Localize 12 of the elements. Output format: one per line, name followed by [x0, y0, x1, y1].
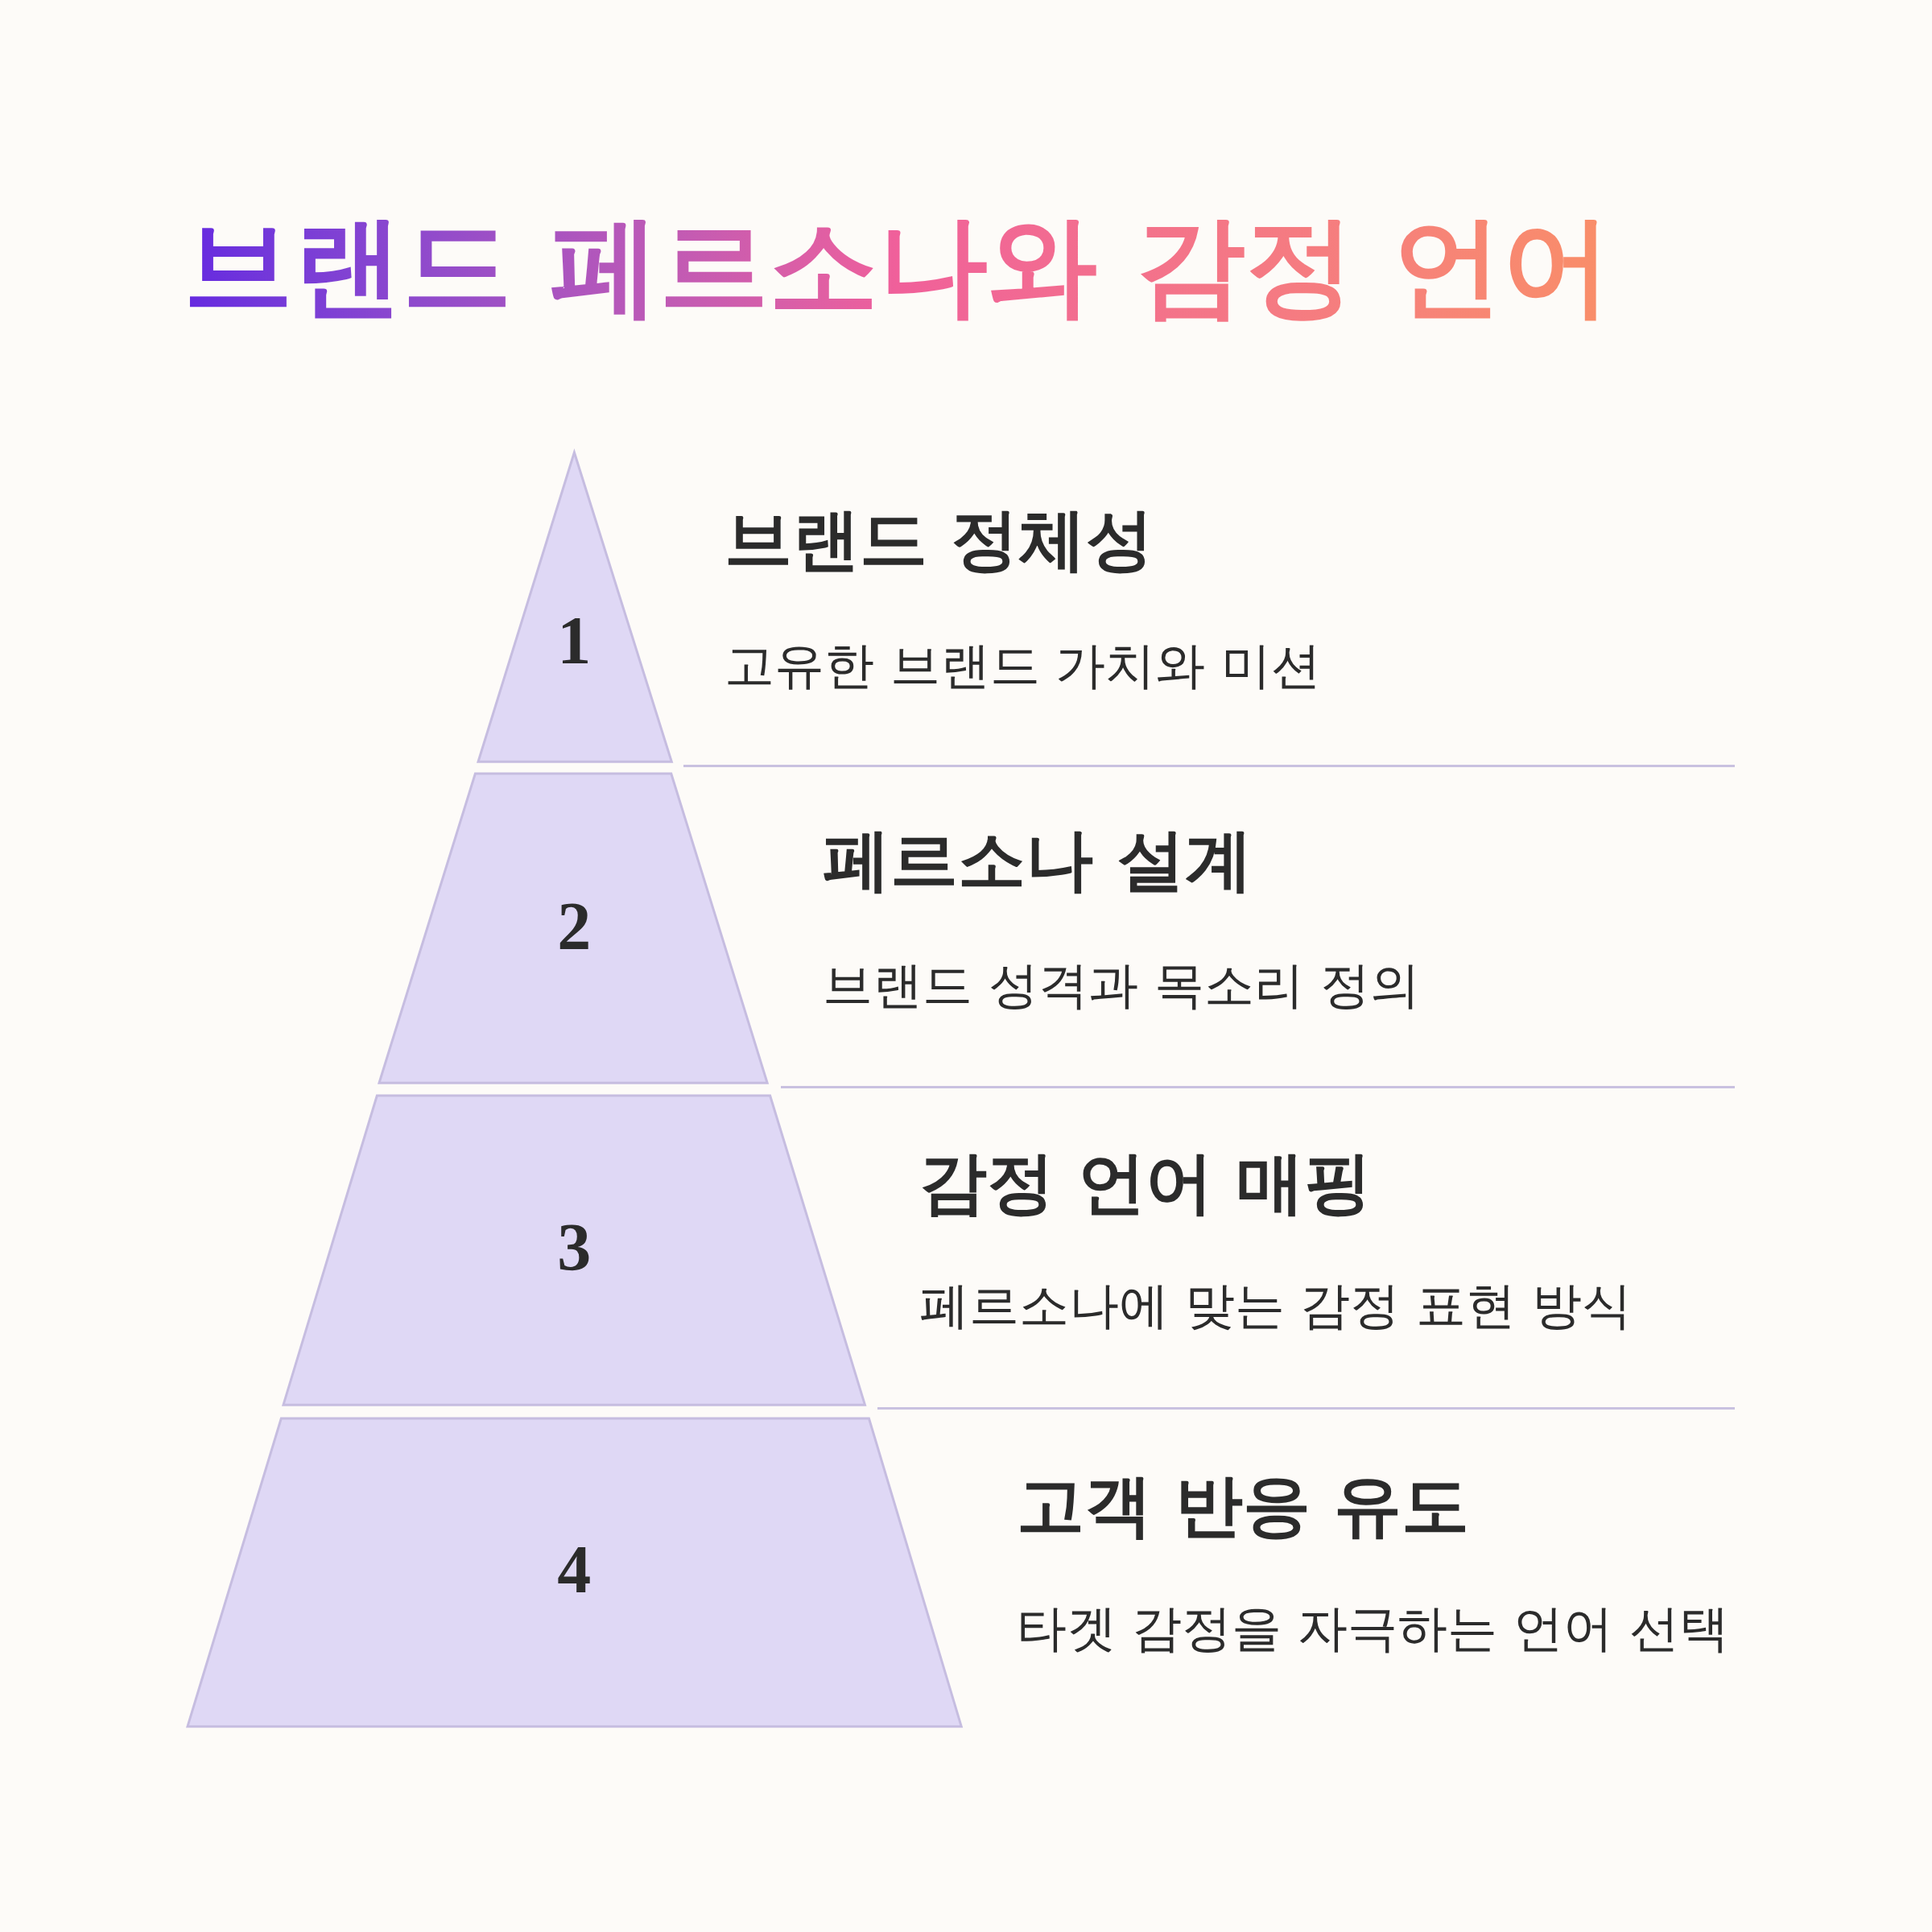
tier-heading: 브랜드 정체성 [724, 506, 1154, 574]
tier-description: 브랜드 성격과 목소리 정의 [823, 960, 1420, 1011]
tier-heading: 감정 언어 매핑 [919, 1149, 1373, 1217]
tier-heading: 페르소나 설계 [823, 826, 1253, 894]
tier-number: 1 [557, 606, 592, 675]
tier-number: 3 [557, 1214, 592, 1282]
tier-description: 고유한 브랜드 가치와 미션 [724, 640, 1322, 691]
tier-number: 4 [557, 1536, 592, 1604]
tier-heading: 고객 반응 유도 [1016, 1472, 1470, 1540]
tier-number: 2 [557, 893, 592, 960]
tier-description: 타겟 감정을 자극하는 언어 선택 [1016, 1604, 1729, 1654]
tier-description: 페르소나에 맞는 감정 표현 방식 [919, 1281, 1632, 1331]
